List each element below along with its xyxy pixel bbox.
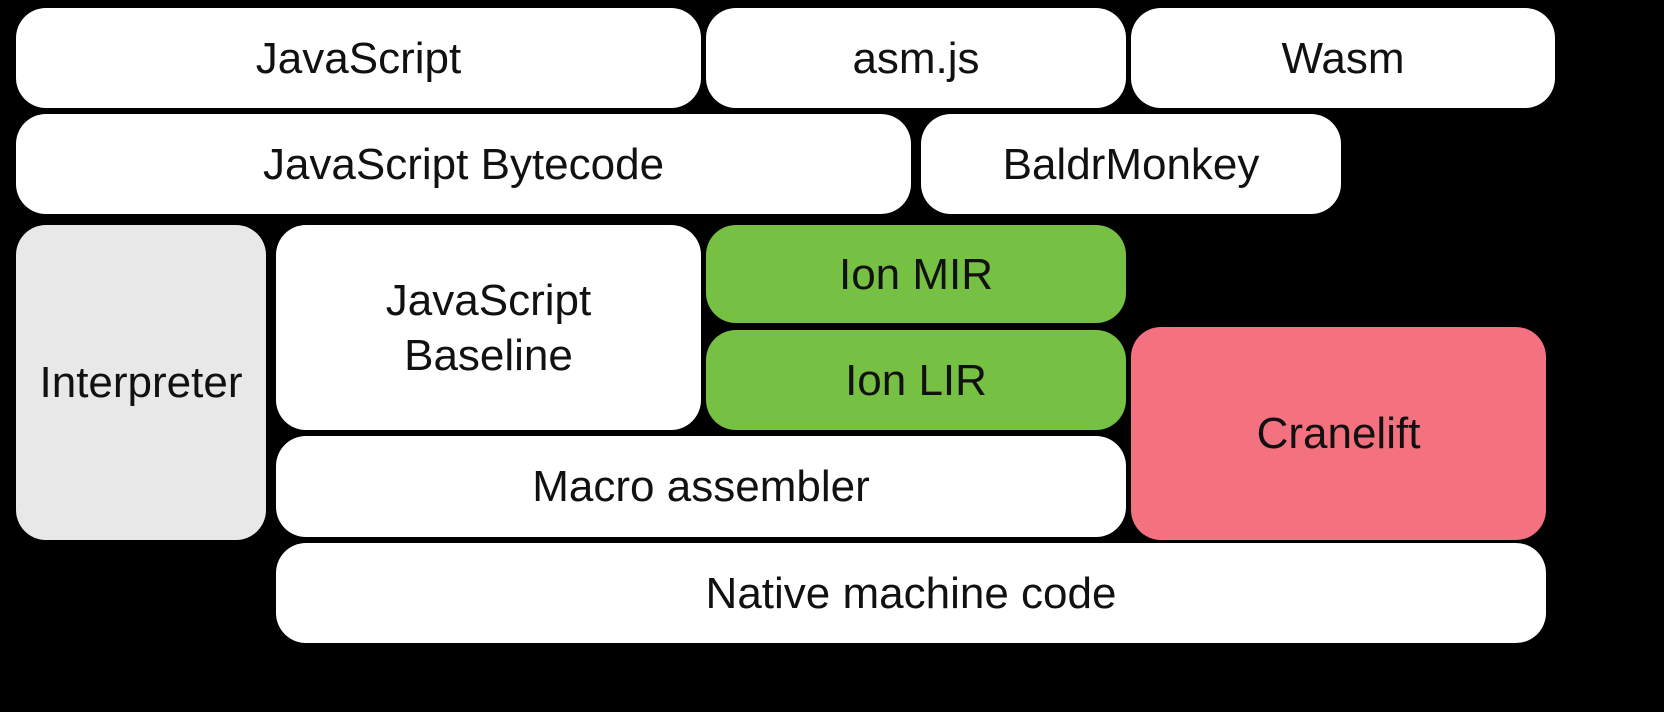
node-ion-mir: Ion MIR (706, 225, 1126, 323)
node-javascript-baseline: JavaScript Baseline (276, 225, 701, 430)
node-javascript: JavaScript (16, 8, 701, 108)
node-native-machine-code: Native machine code (276, 543, 1546, 643)
node-javascript-bytecode: JavaScript Bytecode (16, 114, 911, 214)
node-cranelift: Cranelift (1131, 327, 1546, 540)
node-ion-lir: Ion LIR (706, 330, 1126, 430)
node-wasm: Wasm (1131, 8, 1555, 108)
node-interpreter: Interpreter (16, 225, 266, 540)
node-baldrmonkey: BaldrMonkey (921, 114, 1341, 214)
node-asmjs: asm.js (706, 8, 1126, 108)
node-macro-assembler: Macro assembler (276, 436, 1126, 537)
